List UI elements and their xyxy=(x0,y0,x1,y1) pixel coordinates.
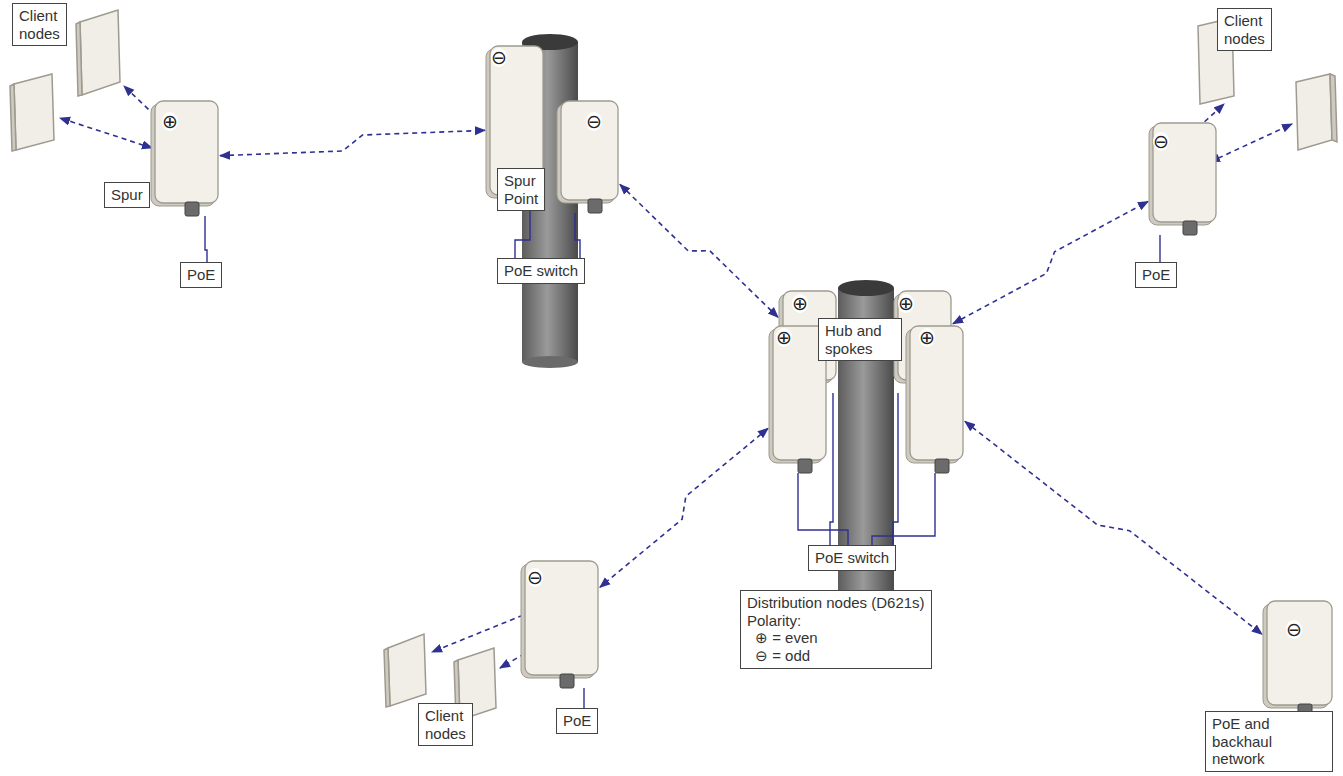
label-text: Client nodes xyxy=(19,7,60,42)
label-box: PoE switch xyxy=(808,545,896,571)
label-box: Spur xyxy=(104,182,150,208)
label-text: Hub and spokes xyxy=(825,322,895,357)
distribution-node: ⊖ xyxy=(1262,600,1334,720)
distribution-node: ⊕ xyxy=(905,325,965,475)
label-text: Polarity: xyxy=(747,612,925,630)
client-link xyxy=(60,86,1292,668)
distribution-node: ⊖ xyxy=(556,100,620,215)
label-box: PoE xyxy=(180,262,222,288)
polarity-symbol: ⊕ xyxy=(919,328,935,347)
poe-cable xyxy=(830,393,833,545)
wireless-link xyxy=(965,421,1262,634)
polarity-symbol: ⊕ xyxy=(792,294,808,313)
client-panel xyxy=(10,10,1337,721)
label-text: Spur Point xyxy=(504,172,538,207)
polarity-symbol: ⊖ xyxy=(491,48,507,67)
label-box: PoE and backhaul network xyxy=(1205,711,1333,772)
poe-cable xyxy=(583,688,584,708)
poe-cable xyxy=(872,473,935,545)
label-text: Spur xyxy=(111,186,143,204)
device-panel xyxy=(905,325,965,475)
label-box: Client nodes xyxy=(12,3,67,46)
label-text: PoE xyxy=(1142,266,1170,284)
wireless-link xyxy=(600,428,768,587)
polarity-symbol: ⊖ xyxy=(1153,132,1169,151)
label-box: Spur Point xyxy=(497,168,545,211)
polarity-symbol: ⊖ xyxy=(1286,620,1302,639)
poe-cable xyxy=(575,213,580,258)
label-box: Distribution nodes (D621s)Polarity:⊕ = e… xyxy=(740,590,932,669)
label-text: Client nodes xyxy=(425,707,466,742)
label-text: Client nodes xyxy=(1224,12,1265,47)
wireless-link xyxy=(220,130,485,155)
label-box: PoE xyxy=(1135,262,1177,288)
poe-cable xyxy=(515,208,530,258)
polarity-symbol: ⊕ xyxy=(162,112,178,131)
label-text: PoE switch xyxy=(815,549,889,567)
label-text: Distribution nodes (D621s) xyxy=(747,594,925,612)
polarity-symbol: ⊕ xyxy=(776,328,792,347)
poe-cable xyxy=(893,393,898,545)
poe-cable xyxy=(205,216,207,262)
label-box: Client nodes xyxy=(1217,8,1272,51)
polarity-symbol: ⊖ xyxy=(527,568,543,587)
poe-cable xyxy=(1159,235,1160,262)
poe-cable xyxy=(798,473,848,545)
label-text: PoE and backhaul network xyxy=(1212,715,1326,768)
label-text: PoE xyxy=(563,712,591,730)
distribution-node: ⊖ xyxy=(520,560,600,690)
polarity-symbol: ⊕ xyxy=(898,294,914,313)
wireless-link xyxy=(953,201,1148,323)
label-box: Hub and spokes xyxy=(818,318,902,361)
legend-entry: ⊖ = odd xyxy=(747,647,925,665)
device-panel xyxy=(150,100,220,218)
label-box: Client nodes xyxy=(418,703,473,746)
polarity-symbol: ⊖ xyxy=(586,112,602,131)
distribution-node: ⊖ xyxy=(1148,122,1218,237)
legend-entry: ⊕ = even xyxy=(747,629,925,647)
device-panel xyxy=(1262,600,1334,720)
label-text: PoE switch xyxy=(504,262,578,280)
distribution-node: ⊕ xyxy=(150,100,220,218)
label-text: PoE xyxy=(187,266,215,284)
label-box: PoE switch xyxy=(497,258,585,284)
label-box: PoE xyxy=(556,708,598,734)
wireless-link xyxy=(620,184,778,317)
